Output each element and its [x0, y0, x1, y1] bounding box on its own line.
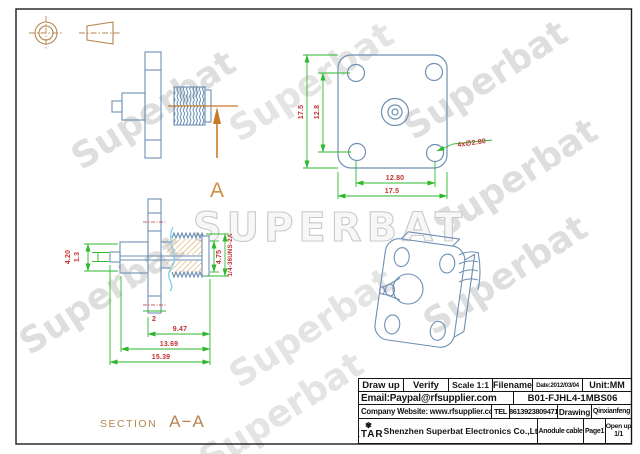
dim-thread-spec: 1/4-36UNS-2A	[227, 233, 234, 276]
section-cut-indicator: A	[168, 105, 238, 202]
section-hatch-upper	[167, 239, 202, 255]
title-row-1: Draw up Verify Scale 1:1 Filename Date:2…	[359, 379, 631, 392]
dim-body-length: 13.69	[160, 341, 179, 348]
section-label-prefix: SECTION	[100, 418, 158, 430]
title-cell-website: Company Website: www.rfsupplier.com	[361, 405, 492, 418]
title-cell-part-number: B01-FJHL4-1MBS06	[527, 392, 618, 404]
section-dim-lines	[84, 233, 229, 365]
dim-hole-spacing-h: 12.80	[386, 175, 405, 182]
dim-pin-od: 1.3	[74, 252, 81, 262]
dim-thread-id: 4.75	[216, 250, 223, 264]
dim-flange-width-outer: 17.5	[385, 188, 399, 195]
title-cell-email: Email:Paypal@rfsupplier.com	[359, 392, 514, 404]
sheet-border	[15, 8, 633, 445]
title-cell-unit: Unit:MM	[589, 380, 625, 390]
dim-thread-length: 9.47	[173, 326, 187, 333]
title-cell-tel-label: TEL	[492, 405, 510, 418]
title-cell-sheet: Open up 1/1	[606, 419, 631, 443]
title-cell-drafter: Qinxianfeng	[592, 408, 631, 415]
dim-total-length: 15.39	[152, 354, 171, 361]
title-cell-tel-number: 8613923809471	[510, 405, 558, 418]
xtar-logo-icon: ✾	[365, 421, 372, 430]
title-cell-product: Anodule cable	[538, 419, 584, 443]
cut-arrow-label: A	[210, 179, 224, 202]
view-section-aa: 4.20 1.3 4.75 1/4-36UNS-2A 2 9.47 13.69 …	[65, 198, 234, 365]
break-line	[168, 226, 176, 292]
dim-dielectric-od: 4.20	[65, 250, 72, 264]
title-row-3: Company Website: www.rfsupplier.com TEL …	[359, 405, 631, 419]
company-name: Shenzhen Superbat Electronics Co.,Ltd	[383, 426, 538, 436]
projection-symbol	[29, 16, 121, 50]
title-cell-company: ✾ XTAR Shenzhen Superbat Electronics Co.…	[359, 419, 538, 443]
section-label-name: A−A	[169, 412, 205, 431]
dim-hole-callout: 4x∅2.80	[457, 137, 487, 149]
flange-dim-lines	[303, 54, 493, 199]
view-isometric	[374, 231, 481, 348]
title-cell-page: Page1	[584, 419, 606, 443]
title-block: Draw up Verify Scale 1:1 Filename Date:2…	[358, 378, 632, 444]
title-cell-scale: Scale 1:1	[449, 379, 493, 391]
title-row-4: ✾ XTAR Shenzhen Superbat Electronics Co.…	[359, 419, 631, 443]
title-cell-draw-up: Draw up	[359, 379, 404, 391]
title-cell-filename: Filename	[493, 379, 533, 391]
section-label: SECTION A−A	[100, 412, 205, 432]
title-cell-verify: Verify	[404, 379, 449, 391]
watermark-center-text: SUPERBAT	[193, 205, 467, 251]
dim-flange-thickness: 2	[152, 316, 156, 323]
dim-hole-spacing-v: 12.8	[314, 105, 321, 119]
title-row-2: Email:Paypal@rfsupplier.com B01-FJHL4-1M…	[359, 392, 631, 405]
xtar-logo-text: XTAR	[359, 429, 384, 440]
watermark-text: Superbat	[222, 14, 401, 150]
watermark-text: Superbat	[396, 12, 575, 148]
hole-centerlines	[143, 221, 166, 306]
title-cell-drawing-label: Drawing	[558, 405, 592, 418]
xtar-logo: ✾ XTAR	[359, 422, 384, 440]
dim-flange-height-outer: 17.5	[298, 105, 305, 119]
section-hatch-lower	[167, 261, 202, 273]
view-flange-face: 17.5 12.8 12.80 17.5 4x∅2.80	[298, 54, 493, 199]
open-up-label: Open up	[606, 423, 631, 431]
title-cell-date: Date:2012/03/04	[533, 379, 583, 391]
sheet-number: 1/1	[614, 430, 623, 438]
view-side-elevation: A	[111, 51, 238, 202]
